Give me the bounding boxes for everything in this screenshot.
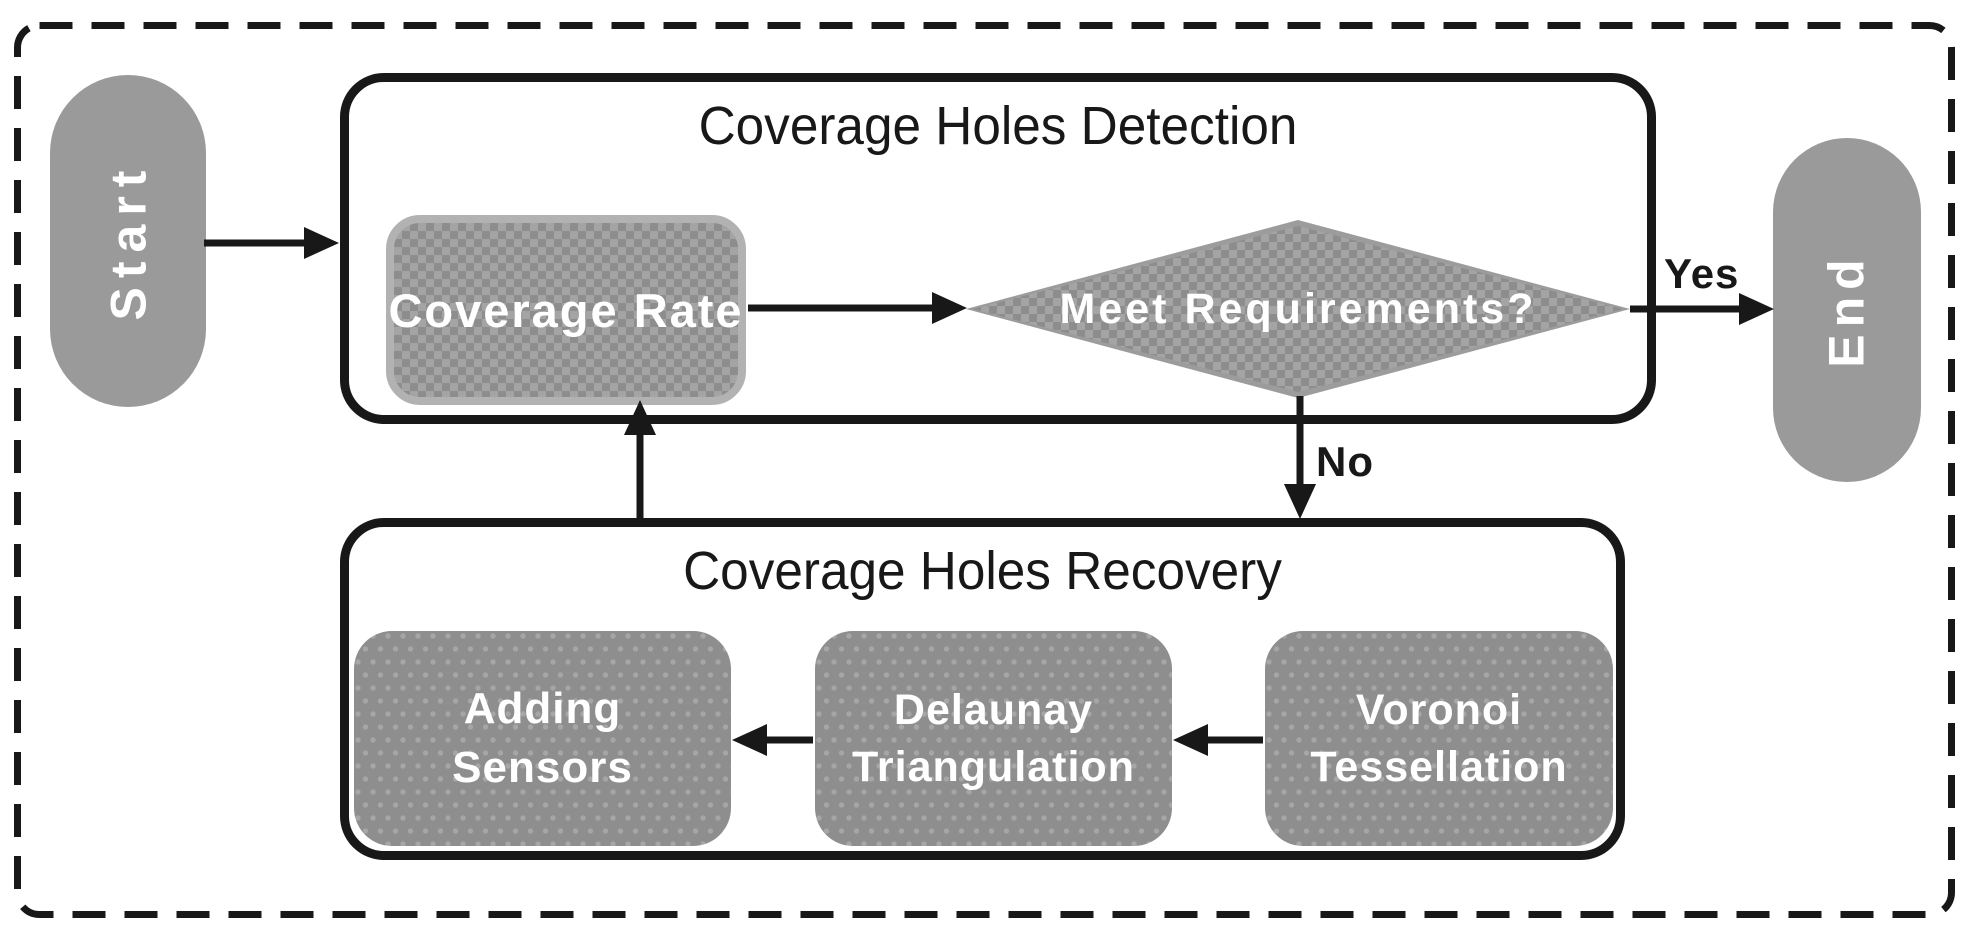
adding-sensors-box: Adding Sensors (354, 631, 731, 846)
start-terminal: Start (50, 75, 206, 407)
edge-label-no: No (1316, 438, 1374, 485)
end-terminal: End (1773, 138, 1921, 482)
delaunay-triangulation-box: Delaunay Triangulation (815, 631, 1172, 846)
decision-label: Meet Requirements? (1059, 284, 1537, 333)
decision-diamond: Meet Requirements? (966, 220, 1630, 398)
voronoi-tessellation-box: Voronoi Tessellation (1265, 631, 1613, 846)
detection-section-title: Coverage Holes Detection (698, 96, 1298, 156)
adding-sensors-label: Adding Sensors (452, 684, 633, 792)
end-label: End (1819, 252, 1875, 368)
coverage-rate-label: Coverage Rate (388, 283, 744, 337)
start-label: Start (100, 161, 157, 321)
voronoi-tessellation-label: Voronoi Tessellation (1310, 685, 1568, 791)
arrow-start-to-detection (204, 227, 339, 259)
coverage-rate-box: Coverage Rate (386, 215, 746, 405)
recovery-section-title: Coverage Holes Recovery (683, 541, 1282, 601)
delaunay-triangulation-label: Delaunay Triangulation (852, 685, 1135, 791)
edge-label-yes: Yes (1664, 250, 1740, 297)
